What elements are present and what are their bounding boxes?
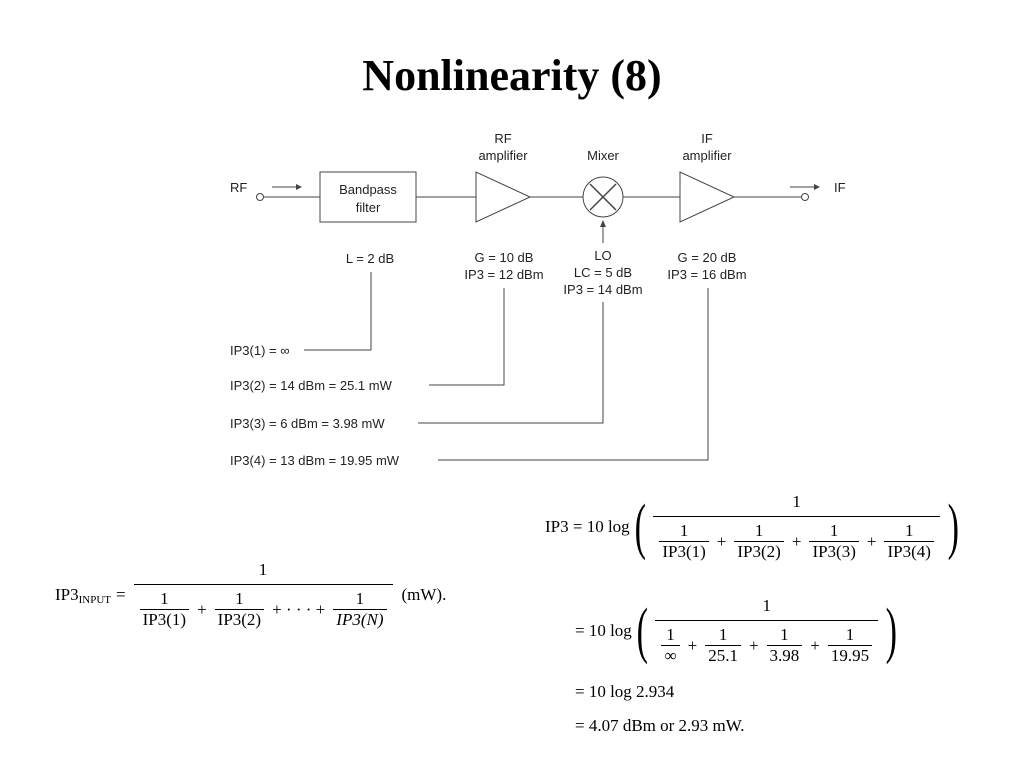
calc-line-3: = 10 log 2.934	[575, 682, 675, 701]
ip3-stage-3: IP3(3) = 6 dBm = 3.98 mW	[230, 416, 385, 431]
rf-amp-title-2: amplifier	[478, 148, 528, 163]
ellipsis: + · · · +	[272, 599, 326, 619]
output-port	[801, 193, 809, 201]
if-amp-gain: G = 20 dB	[678, 250, 737, 265]
mixer-ip3: IP3 = 14 dBm	[563, 282, 642, 297]
calc-line-4: = 4.07 dBm or 2.93 mW.	[575, 716, 745, 735]
input-port	[256, 193, 264, 201]
input-arrow-head	[296, 184, 302, 190]
mixer-loss: LC = 5 dB	[574, 265, 632, 280]
leader-line-3	[418, 302, 604, 424]
lo-arrow-head	[600, 220, 606, 227]
bandpass-filter-block	[319, 171, 417, 223]
term-ip3-1: IP3(1)	[139, 609, 190, 630]
output-arrow-head	[814, 184, 820, 190]
ip3-stage-4: IP3(4) = 13 dBm = 19.95 mW	[230, 453, 400, 468]
formula-unit: (mW).	[401, 585, 447, 604]
mixer-title: Mixer	[587, 148, 619, 163]
lo-label: LO	[594, 248, 611, 263]
rf-amp-title-1: RF	[494, 131, 511, 146]
input-label: RF	[230, 180, 247, 195]
if-amp-ip3: IP3 = 16 dBm	[667, 267, 746, 282]
term-ip3-n: IP3(N)	[333, 609, 387, 630]
filter-label-2: filter	[356, 200, 381, 215]
filter-spec: L = 2 dB	[346, 251, 394, 266]
ip3-stage-1: IP3(1) = ∞	[230, 343, 289, 358]
rf-amp-ip3: IP3 = 12 dBm	[464, 267, 543, 282]
ip3-stage-2: IP3(2) = 14 dBm = 25.1 mW	[230, 378, 393, 393]
if-amplifier-icon	[679, 171, 736, 223]
filter-label-1: Bandpass	[339, 182, 397, 197]
term-ip3-2: IP3(2)	[214, 609, 265, 630]
rf-amplifier-icon	[475, 171, 532, 223]
if-amp-title-2: amplifier	[682, 148, 732, 163]
page-title: Nonlinearity (8)	[362, 51, 662, 100]
output-label: IF	[834, 180, 846, 195]
leader-line-1	[304, 272, 372, 351]
if-amp-title-1: IF	[701, 131, 713, 146]
receiver-block-diagram: RF IF Bandpass filter RF amplifier Mixer…	[230, 131, 846, 468]
formula-lhs: IP3INPUT	[55, 584, 112, 606]
leader-line-4	[438, 288, 709, 461]
rf-amp-gain: G = 10 dB	[475, 250, 534, 265]
calc-lhs: IP3 = 10 log	[545, 517, 630, 536]
leader-line-2	[429, 288, 505, 386]
